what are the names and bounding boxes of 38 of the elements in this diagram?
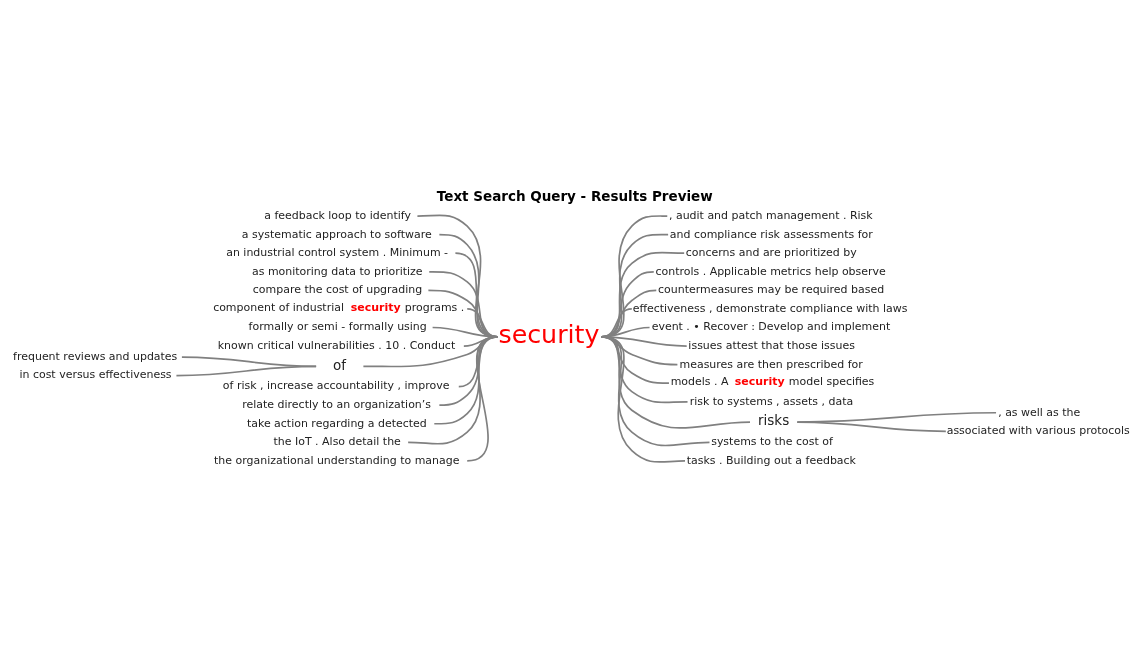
node-text: measures are then prescribed for: [679, 357, 863, 371]
node-text: known critical vulnerabilities . 10 . Conduct: [217, 338, 456, 352]
node-text: tasks . Building out a feedback: [686, 453, 856, 467]
node-text: a systematic approach to software: [241, 227, 432, 241]
node-text: a feedback loop to identify: [264, 208, 411, 222]
node-text: associated with various protocols: [946, 424, 1130, 438]
node-text: issues attest that those issues: [688, 338, 855, 352]
connector: [181, 356, 317, 368]
node-text: security: [498, 319, 600, 350]
node-text: the organizational understanding to manage: [213, 453, 460, 467]
connector: [600, 335, 686, 463]
node-text: effectiveness , demonstrate compliance with laws: [632, 301, 908, 315]
node-text: concerns and are prioritized by: [685, 246, 857, 260]
node-text: risk to systems , assets , data: [689, 394, 854, 408]
node-text: take action regarding a detected: [246, 416, 427, 430]
node-text: , audit and patch management . Risk: [668, 208, 873, 222]
node-text: formally or semi - formally using: [248, 320, 427, 334]
node-text: an industrial control system . Minimum -: [226, 246, 449, 260]
node-text: systems to the cost of: [711, 435, 833, 449]
node-text: of: [333, 356, 347, 373]
node-text: component of industrial security programs .: [213, 300, 465, 314]
node-text: event . • Recover : Develop and implement: [651, 320, 891, 334]
node-text: of risk , increase accountability , improve: [222, 379, 450, 393]
node-text: relate directly to an organization’s: [242, 398, 432, 412]
node-text: in cost versus effectiveness: [19, 368, 172, 382]
node-text: compare the cost of upgrading: [252, 283, 423, 297]
connector: [175, 365, 317, 377]
node-text: and compliance risk assessments for: [669, 227, 873, 241]
node-text: models . A security model specifies: [670, 375, 875, 389]
node-text: , as well as the: [998, 405, 1081, 419]
node-text: the IoT . Also detail the: [273, 435, 401, 449]
node-text: controls . Applicable metrics help observe: [655, 264, 886, 278]
node-text: as monitoring data to prioritize: [251, 264, 423, 278]
diagram-title: Text Search Query - Results Preview: [436, 187, 713, 204]
node-text: risks: [758, 412, 790, 429]
node-text: countermeasures may be required based: [657, 283, 885, 297]
node-text: frequent reviews and updates: [13, 349, 178, 363]
connector: [796, 421, 947, 433]
